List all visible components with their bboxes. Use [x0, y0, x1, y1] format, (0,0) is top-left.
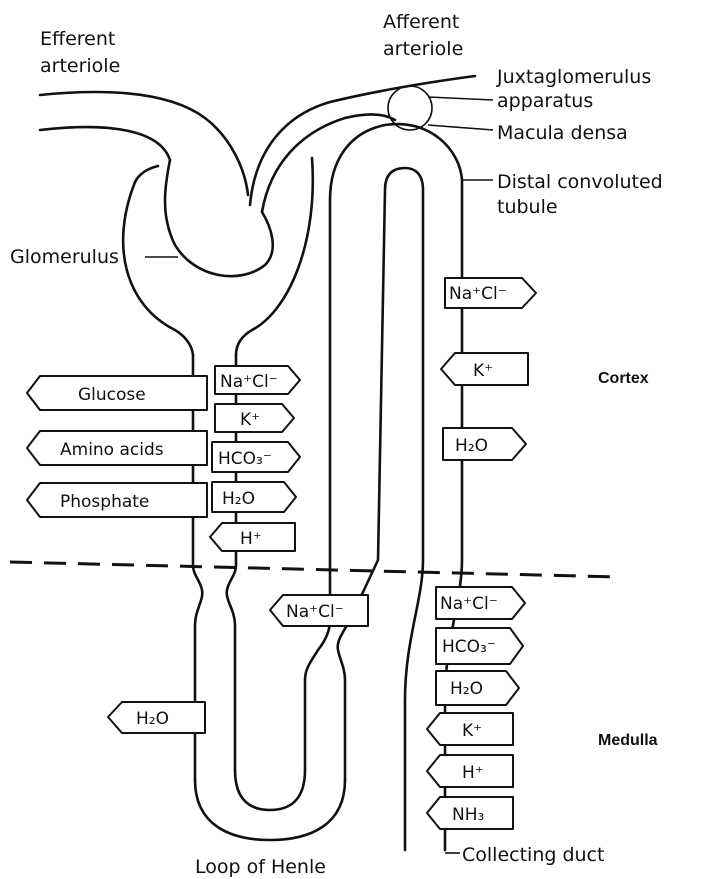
svg-text:Na⁺Cl⁻: Na⁺Cl⁻ [449, 284, 507, 304]
collecting-box-k: K⁺ [427, 713, 513, 745]
proximal-box-h2o: H₂O [212, 482, 296, 512]
proximal-box-h-secreted: H⁺ [210, 523, 295, 551]
macula-leader [428, 125, 493, 130]
svg-text:H⁺: H⁺ [240, 529, 262, 549]
juxta-label-line1: Juxtaglomerulus [496, 66, 651, 88]
distal-label-line1: Distal convoluted [497, 171, 663, 193]
distal-box-h2o: H₂O [443, 428, 526, 460]
cortex-medulla-boundary [10, 562, 620, 577]
svg-text:Phosphate: Phosphate [60, 492, 149, 512]
svg-text:H⁺: H⁺ [462, 763, 484, 783]
svg-text:HCO₃⁻: HCO₃⁻ [442, 637, 496, 657]
svg-text:Amino acids: Amino acids [60, 440, 164, 460]
svg-text:H₂O: H₂O [455, 436, 488, 456]
loop-box-nacl: Na⁺Cl⁻ [270, 595, 368, 626]
efferent-label-line1: Efferent [40, 28, 115, 50]
svg-text:HCO₃⁻: HCO₃⁻ [218, 449, 272, 469]
afferent-arteriole [250, 76, 475, 212]
proximal-box-k: K⁺ [215, 404, 294, 432]
medulla-label: Medulla [598, 732, 658, 749]
svg-text:H₂O: H₂O [450, 679, 483, 699]
collecting-duct-label: Collecting duct [462, 844, 604, 866]
collecting-box-nh3: NH₃ [427, 797, 513, 829]
glomerulus-label: Glomerulus [10, 246, 119, 268]
juxtaglomerular-circle [388, 86, 432, 130]
proximal-box-phosphate: Phosphate [27, 483, 207, 517]
distal-box-k: K⁺ [441, 353, 528, 385]
loop-box-h2o: H₂O [108, 702, 205, 733]
juxta-label-line2: apparatus [497, 90, 593, 112]
svg-text:Na⁺Cl⁻: Na⁺Cl⁻ [440, 594, 498, 614]
efferent-arteriole [40, 92, 248, 195]
afferent-label-line1: Afferent [383, 11, 459, 33]
collecting-box-h: H⁺ [427, 755, 513, 787]
efferent-label-line2: arteriole [40, 55, 120, 77]
proximal-box-glucose: Glucose [27, 376, 207, 410]
macula-label: Macula densa [497, 122, 628, 144]
svg-text:Na⁺Cl⁻: Na⁺Cl⁻ [220, 372, 278, 392]
distal-box-nacl: Na⁺Cl⁻ [445, 278, 536, 308]
svg-text:H₂O: H₂O [222, 489, 255, 509]
collecting-box-nacl: Na⁺Cl⁻ [436, 587, 525, 619]
distal-label-line2: tubule [497, 196, 558, 218]
svg-text:NH₃: NH₃ [452, 805, 484, 825]
juxta-leader [428, 97, 493, 100]
afferent-label-line2: arteriole [383, 38, 463, 60]
collecting-box-hco3: HCO₃⁻ [436, 628, 523, 664]
loop-of-henle [195, 770, 345, 840]
svg-text:H₂O: H₂O [136, 709, 169, 729]
svg-text:K⁺: K⁺ [473, 361, 493, 381]
loop-of-henle-label: Loop of Henle [195, 856, 326, 878]
svg-text:Na⁺Cl⁻: Na⁺Cl⁻ [286, 602, 344, 622]
proximal-box-amino-acids: Amino acids [27, 431, 207, 465]
proximal-box-hco3: HCO₃⁻ [212, 442, 300, 472]
collecting-box-h2o: H₂O [436, 671, 519, 705]
svg-text:K⁺: K⁺ [462, 721, 482, 741]
svg-text:K⁺: K⁺ [240, 410, 260, 430]
proximal-box-nacl: Na⁺Cl⁻ [215, 366, 300, 394]
svg-text:Glucose: Glucose [78, 385, 146, 405]
cortex-label: Cortex [598, 370, 649, 387]
